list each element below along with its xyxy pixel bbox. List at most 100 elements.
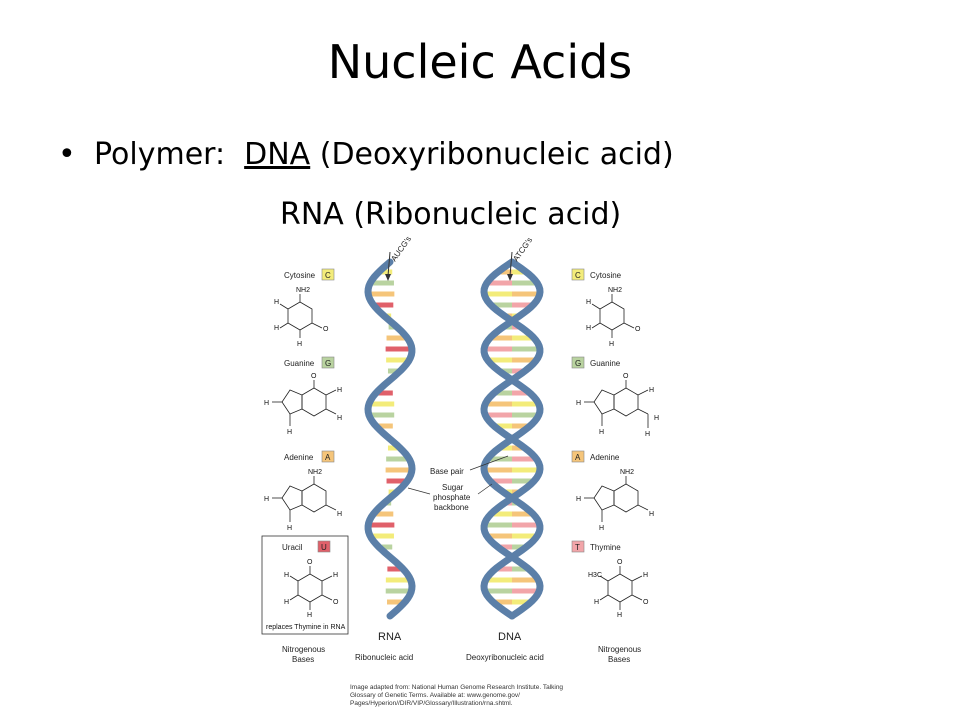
svg-text:H: H (287, 525, 292, 532)
rna-base (373, 302, 394, 308)
dna-abbr: DNA (244, 137, 311, 172)
dna-base (484, 291, 512, 297)
rna-base (387, 566, 404, 572)
svg-text:G: G (575, 359, 581, 368)
svg-text:Base pair: Base pair (430, 467, 464, 476)
rna-base (385, 346, 412, 352)
svg-text:O: O (307, 559, 313, 566)
rna-base (378, 269, 393, 275)
rna-base (386, 357, 410, 363)
dna-base (512, 478, 535, 484)
svg-text:NH2: NH2 (608, 287, 622, 294)
dna-base (497, 269, 512, 275)
dna-base (512, 511, 534, 517)
dna-base (512, 456, 537, 462)
svg-text:O: O (643, 599, 649, 606)
dna-strand-2 (480, 258, 544, 620)
rna-base (385, 577, 411, 583)
rna-base (368, 522, 395, 528)
rna-base (368, 401, 395, 407)
rna-base (375, 390, 393, 396)
dna-base (497, 544, 512, 550)
adenine-structure-left (272, 476, 337, 522)
rna-base (370, 533, 394, 539)
dna-base (484, 522, 512, 528)
dna-base (499, 368, 512, 374)
image-credit: Image adapted from: National Human Genom… (350, 684, 564, 707)
dna-base (484, 467, 512, 473)
left-cytosine-label: Cytosine C (284, 268, 335, 281)
svg-text:Guanine: Guanine (284, 359, 315, 368)
svg-text:Thymine: Thymine (590, 543, 621, 552)
dna-base (512, 467, 540, 473)
dna-base (485, 577, 512, 583)
base-pair-callout: Base pair (430, 455, 509, 476)
rna-base (370, 280, 394, 286)
rna-base (368, 291, 395, 297)
uracil-box: Uracil U O H H H O H replaces Thymine in… (261, 535, 349, 635)
svg-text:H: H (617, 612, 622, 619)
rna-base (385, 588, 412, 594)
svg-text:replaces Thymine in RNA: replaces Thymine in RNA (266, 624, 346, 631)
svg-text:Cytosine: Cytosine (590, 271, 622, 280)
svg-text:Guanine: Guanine (590, 359, 621, 368)
dna-base (512, 269, 527, 275)
rna-base-rungs (368, 269, 412, 605)
dna-sub-label: Deoxyribonucleic acid (466, 653, 544, 662)
svg-text:NH2: NH2 (308, 469, 322, 476)
dna-base (512, 544, 527, 550)
dna-base (512, 335, 535, 341)
dna-backbone (480, 258, 544, 620)
dna-base (512, 588, 540, 594)
dna-base (490, 302, 512, 308)
svg-text:H: H (649, 387, 654, 394)
svg-text:H: H (274, 299, 279, 306)
svg-text:H: H (649, 511, 654, 518)
guanine-structure-right (584, 380, 649, 428)
rna-base (385, 467, 412, 473)
svg-text:O: O (617, 559, 623, 566)
right-thymine-label: T Thymine (571, 540, 621, 553)
svg-text:H: H (586, 325, 591, 332)
svg-text:H: H (264, 400, 269, 407)
svg-text:Uracil: Uracil (282, 543, 303, 552)
dna-label: DNA (498, 631, 522, 643)
right-nitrogenous-label: Nitrogenous (598, 645, 641, 654)
svg-text:H: H (337, 387, 342, 394)
svg-text:A: A (575, 453, 581, 462)
dna-base (512, 302, 534, 308)
bullet-marker: • (58, 137, 76, 172)
svg-text:H: H (645, 431, 650, 438)
dna-base (485, 401, 512, 407)
dna-base (512, 445, 525, 451)
rna-base (373, 511, 394, 517)
svg-text:H: H (337, 415, 342, 422)
svg-text:O: O (635, 326, 641, 333)
dna-base (495, 566, 512, 572)
svg-text:H: H (594, 599, 599, 606)
svg-text:backbone: backbone (434, 503, 469, 512)
svg-text:NH2: NH2 (620, 469, 634, 476)
left-adenine-label: Adenine A (284, 450, 335, 463)
svg-text:phosphate: phosphate (433, 493, 471, 502)
svg-text:A: A (325, 453, 331, 462)
left-bases-label: Bases (292, 655, 314, 664)
right-guanine-label: G Guanine (571, 356, 621, 369)
svg-text:H: H (284, 572, 289, 579)
dna-base (486, 533, 512, 539)
svg-text:Adenine: Adenine (590, 453, 620, 462)
svg-text:Sugar: Sugar (442, 483, 464, 492)
svg-text:C: C (575, 271, 581, 280)
svg-text:H: H (654, 415, 659, 422)
dna-base (490, 511, 512, 517)
svg-text:Adenine: Adenine (284, 453, 314, 462)
svg-text:U: U (321, 543, 327, 552)
dna-base (512, 412, 539, 418)
dna-base (487, 357, 512, 363)
svg-text:H: H (287, 429, 292, 436)
svg-text:H: H (333, 572, 338, 579)
cytosine-structure-left (279, 294, 323, 338)
right-bases-label: Bases (608, 655, 630, 664)
dna-base (494, 390, 512, 396)
